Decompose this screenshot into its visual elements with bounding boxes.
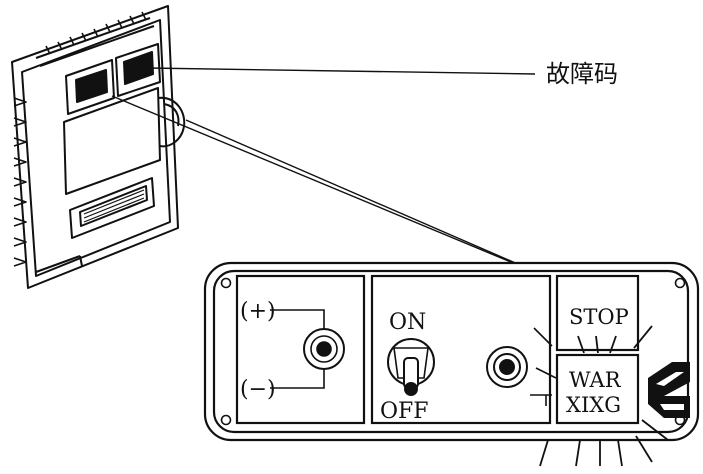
power-terminals bbox=[270, 309, 345, 389]
panel-section-power bbox=[235, 274, 366, 425]
switch-on-label: ON bbox=[389, 310, 426, 335]
diagnostic-panel bbox=[203, 261, 700, 442]
ecu-top-ribs bbox=[45, 11, 147, 55]
war-lamp-line2: XIXG bbox=[566, 393, 621, 417]
fault-code-label: 故障码 bbox=[546, 60, 618, 88]
fault-code-leader bbox=[147, 67, 536, 75]
brand-logo-icon bbox=[648, 362, 690, 418]
plus-terminal-label: (+) bbox=[240, 299, 276, 324]
toggle-switch[interactable] bbox=[387, 338, 435, 396]
knob-rays bbox=[530, 327, 557, 406]
panel-leader-2 bbox=[185, 119, 567, 286]
ecu-connectors bbox=[65, 43, 161, 115]
minus-terminal-label: (−) bbox=[240, 377, 276, 402]
lamp-rays bbox=[539, 325, 669, 467]
leader-lines bbox=[111, 67, 567, 286]
panel-section-warn bbox=[555, 353, 640, 425]
panel-leader-1 bbox=[111, 95, 567, 286]
panel-section-switch bbox=[370, 274, 552, 425]
war-lamp-line1: WAR bbox=[569, 368, 622, 392]
ecu-module bbox=[11, 5, 186, 289]
toggle-lever[interactable] bbox=[403, 357, 419, 396]
stop-lamp-label: STOP bbox=[569, 305, 629, 329]
warning-lamp-knob[interactable] bbox=[486, 346, 528, 388]
switch-off-label: OFF bbox=[380, 399, 429, 424]
ecu-side-fins bbox=[13, 97, 27, 267]
